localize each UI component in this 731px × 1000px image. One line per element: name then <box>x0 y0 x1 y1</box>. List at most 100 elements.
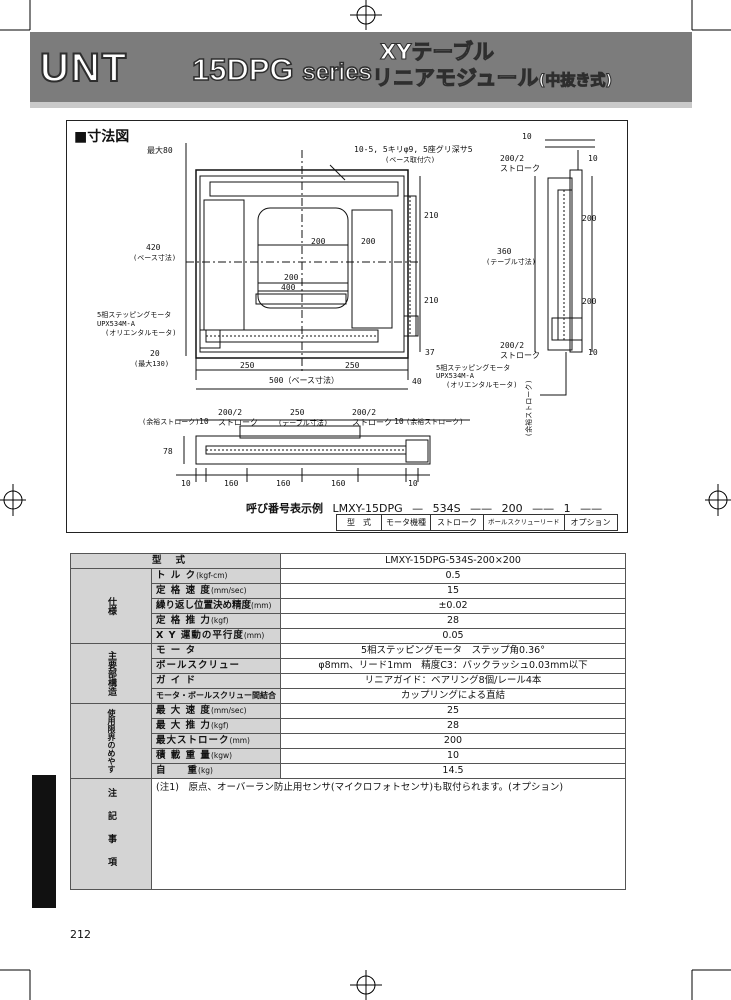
row-unit: (mm) <box>243 631 265 640</box>
side-stroke: ストローク <box>500 164 540 173</box>
dim-250-a: 250 <box>240 361 255 370</box>
front-78: 78 <box>163 447 173 456</box>
row-label: 定 格 速 度 <box>156 585 211 596</box>
row-value: 5相ステッピングモータ ステップ角0.36° <box>280 643 626 659</box>
notes-text: (注1) 原点、オーバーラン防止用センサ(マイクロフォトセンサ)も取付られます。… <box>151 778 626 890</box>
dim-200-a: 200 <box>311 237 326 246</box>
front-160-c: 160 <box>331 479 346 488</box>
part-number-example: 呼び番号表示例 LMXY-15DPG — 534S —— 200 —— 1 —— <box>246 502 603 515</box>
dim-37: 37 <box>425 348 435 357</box>
title-line-2: リニアモジュール(中抜き式) <box>372 62 613 92</box>
side-200-b: 200 <box>582 297 597 306</box>
row-label: ボールスクリュー <box>156 660 241 671</box>
header-label: 型式 <box>70 553 281 569</box>
code-legend: 型 式 モータ機種 ストローク ボールスクリューリード オプション <box>336 514 618 531</box>
side-200-2-b: 200/2 <box>500 341 524 350</box>
legend-type: 型 式 <box>337 515 382 530</box>
front-160-a: 160 <box>224 479 239 488</box>
group-label-notes: 注記事項 <box>70 778 152 890</box>
dim-210-b: 210 <box>424 296 439 305</box>
legend-stroke: ストローク <box>431 515 484 530</box>
row-unit: (kg) <box>198 766 213 775</box>
row-value: 25 <box>280 703 626 719</box>
code-motor: 534S <box>432 502 461 515</box>
row-label: 最 大 速 度 <box>156 705 211 716</box>
table-row: モータ・ボールスクリュー間結合 カップリングによる直結 <box>71 688 626 704</box>
group-label-limits: 使用限界のめやす <box>70 703 152 779</box>
dim-200-c: 200 <box>284 273 299 282</box>
side-margin: (余裕ストローク) <box>524 380 533 437</box>
dimension-drawing-frame <box>66 120 628 533</box>
row-unit: (mm) <box>229 736 250 745</box>
dim-210-a: 210 <box>424 211 439 220</box>
header-value: LMXY-15DPG-534S-200×200 <box>280 553 626 569</box>
front-margin-2: (余裕ストローク) <box>406 417 463 426</box>
motor1-line3: (オリエンタルモータ) <box>105 328 176 337</box>
series-label: series <box>302 58 373 87</box>
legend-motor: モータ機種 <box>382 515 431 530</box>
legend-lead: ボールスクリューリード <box>484 515 565 530</box>
motor1-line1: 5相ステッピングモータ <box>97 310 171 319</box>
row-label: 定 格 推 力 <box>156 615 211 626</box>
row-unit: (mm/sec) <box>210 706 247 715</box>
dim-max130: (最大130) <box>134 359 169 368</box>
title-line-1: XYテーブル <box>379 40 495 65</box>
row-unit: (kgf-cm) <box>196 571 228 580</box>
table-row: 積 載 重 量(kgw) 10 <box>71 748 626 764</box>
row-value: 0.05 <box>280 628 626 644</box>
row-value: ±0.02 <box>280 598 626 614</box>
dim-holes-note: (ベース取付穴) <box>385 155 435 164</box>
example-label: 呼び番号表示例 <box>246 502 323 515</box>
row-label: X Y 運動の平行度 <box>156 630 244 641</box>
model-name: 15DPG <box>191 51 294 88</box>
row-label: ガ イ ド <box>156 675 197 686</box>
motor2-line2: UPX534M-A <box>436 372 475 380</box>
row-unit: (mm) <box>251 601 272 610</box>
dim-max80: 最大80 <box>147 145 173 155</box>
front-200-2-b: 200/2 <box>352 408 376 417</box>
front-table: (テーブル寸法) <box>278 418 328 427</box>
legend-option: オプション <box>570 518 611 527</box>
motor2-line1: 5相ステッピングモータ <box>436 363 510 372</box>
title-sub: (中抜き式) <box>538 71 613 90</box>
table-header-row: 型式 LMXY-15DPG-534S-200×200 <box>70 553 626 569</box>
table-row: 最 大 推 力(kgf) 28 <box>71 718 626 734</box>
side-200-a: 200 <box>582 214 597 223</box>
motor2-line3: (オリエンタルモータ) <box>446 380 517 389</box>
row-label: モ ー タ <box>156 645 197 656</box>
row-value: 28 <box>280 613 626 629</box>
drawing-title: ■寸法図 <box>74 129 130 145</box>
front-10-c: 10 <box>181 479 191 488</box>
side-stroke-b: ストローク <box>500 351 540 360</box>
row-value: 200 <box>280 733 626 749</box>
dim-holes: 10-5, 5キリφ9, 5座グリ深サ5 <box>354 144 473 154</box>
row-label: モータ・ボールスクリュー間結合 <box>156 691 276 700</box>
model-series: 15DPG series <box>191 51 373 88</box>
header-band <box>30 32 692 108</box>
front-stroke-a: ストローク <box>218 418 258 427</box>
front-160-b: 160 <box>276 479 291 488</box>
notes-row: 注記事項 (注1) 原点、オーバーラン防止用センサ(マイクロフォトセンサ)も取付… <box>70 778 626 890</box>
code-lead: 1 <box>563 502 571 515</box>
row-value: 14.5 <box>280 763 626 779</box>
side-360: 360 <box>497 247 512 256</box>
row-unit: (kgf) <box>210 721 229 730</box>
table-row: 仕様 ト ル ク(kgf-cm) 0.5 <box>70 568 626 644</box>
table-row: 主要部構造 モ ー タ 5相ステッピングモータ ステップ角0.36° <box>70 643 626 704</box>
side-tab <box>32 775 56 908</box>
front-stroke-b: ストローク <box>352 418 392 427</box>
dim-250-b: 250 <box>345 361 360 370</box>
row-value: 28 <box>280 718 626 734</box>
row-label: ト ル ク <box>156 570 197 581</box>
front-10-a: 10 <box>199 417 209 426</box>
row-label: 最 大 推 力 <box>156 720 211 731</box>
row-label: 最大ストローク <box>156 735 230 746</box>
page-number: 212 <box>70 928 91 941</box>
front-200-2-a: 200/2 <box>218 408 242 417</box>
table-row: 定 格 速 度(mm/sec) 15 <box>71 583 626 599</box>
table-row: ボールスクリュー φ8mm、リード1mm 精度C3：バックラッシュ0.03mm以… <box>71 658 626 674</box>
dim-base420-note: (ベース寸法) <box>133 253 176 262</box>
dim-200-b: 200 <box>361 237 376 246</box>
